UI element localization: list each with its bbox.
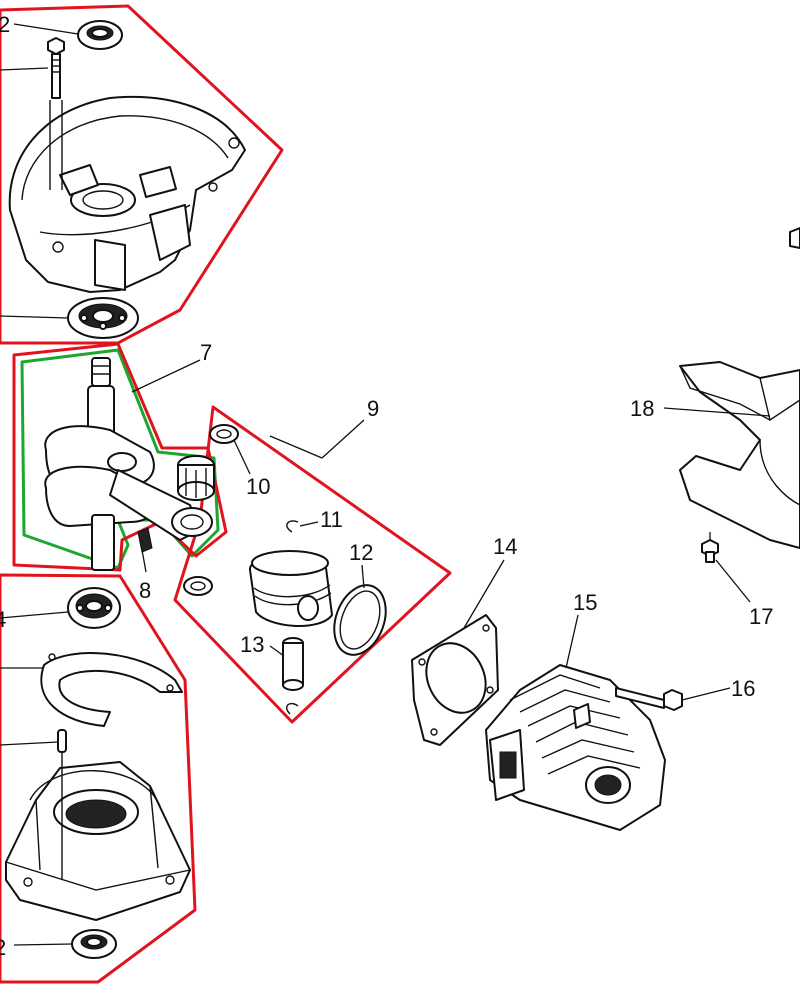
cylinder-bolt — [615, 687, 683, 711]
circlip-upper — [286, 520, 299, 533]
callout-4: 4 — [0, 607, 6, 632]
callout-14: 14 — [493, 534, 517, 559]
oil-seal-bottom — [71, 929, 117, 959]
lower-crankcase-half — [5, 752, 191, 921]
lower-crankcase-group-outline — [0, 573, 197, 984]
ball-bearing-top — [67, 297, 139, 339]
cylinder-gasket — [411, 614, 499, 746]
callout-7: 7 — [200, 340, 212, 365]
callout-15: 15 — [573, 590, 597, 615]
needle-bearing — [177, 455, 215, 501]
callout-18: 18 — [630, 396, 654, 421]
fan-cover — [679, 361, 800, 549]
thrust-washer-lower — [183, 576, 213, 596]
callout-10: 10 — [246, 474, 270, 499]
woodruff-key — [137, 527, 153, 553]
upper-crankcase-half — [8, 95, 246, 293]
fan-housing-partial — [789, 227, 800, 249]
callout-12: 12 — [349, 540, 373, 565]
crankcase-bolt — [47, 37, 65, 99]
circlip-lower — [286, 702, 299, 715]
crankshaft-assembly-outline — [12, 342, 228, 572]
callout-16: 16 — [731, 676, 755, 701]
crankshaft — [44, 357, 155, 571]
connecting-rod — [109, 469, 213, 541]
piston-ring — [333, 584, 387, 656]
callout-8: 8 — [139, 578, 151, 603]
cylinder — [485, 664, 666, 831]
callout-11: 11 — [320, 507, 343, 532]
ball-bearing-bottom — [67, 587, 121, 629]
screw-small — [701, 532, 719, 563]
callout-2-top: 2 — [0, 12, 10, 37]
dowel-pin — [57, 729, 67, 753]
piston-pin — [282, 637, 304, 691]
piston — [249, 550, 333, 627]
callout-2-bottom: 2 — [0, 935, 6, 960]
callout-17: 17 — [749, 604, 773, 629]
callout-13: 13 — [240, 632, 264, 657]
oil-seal-top — [77, 20, 123, 50]
crankcase-gasket — [40, 652, 183, 727]
upper-crankcase-group-outline — [0, 4, 284, 345]
callout-9: 9 — [367, 396, 379, 421]
thrust-washer-upper — [209, 424, 239, 444]
piston-group-outline — [173, 405, 452, 724]
